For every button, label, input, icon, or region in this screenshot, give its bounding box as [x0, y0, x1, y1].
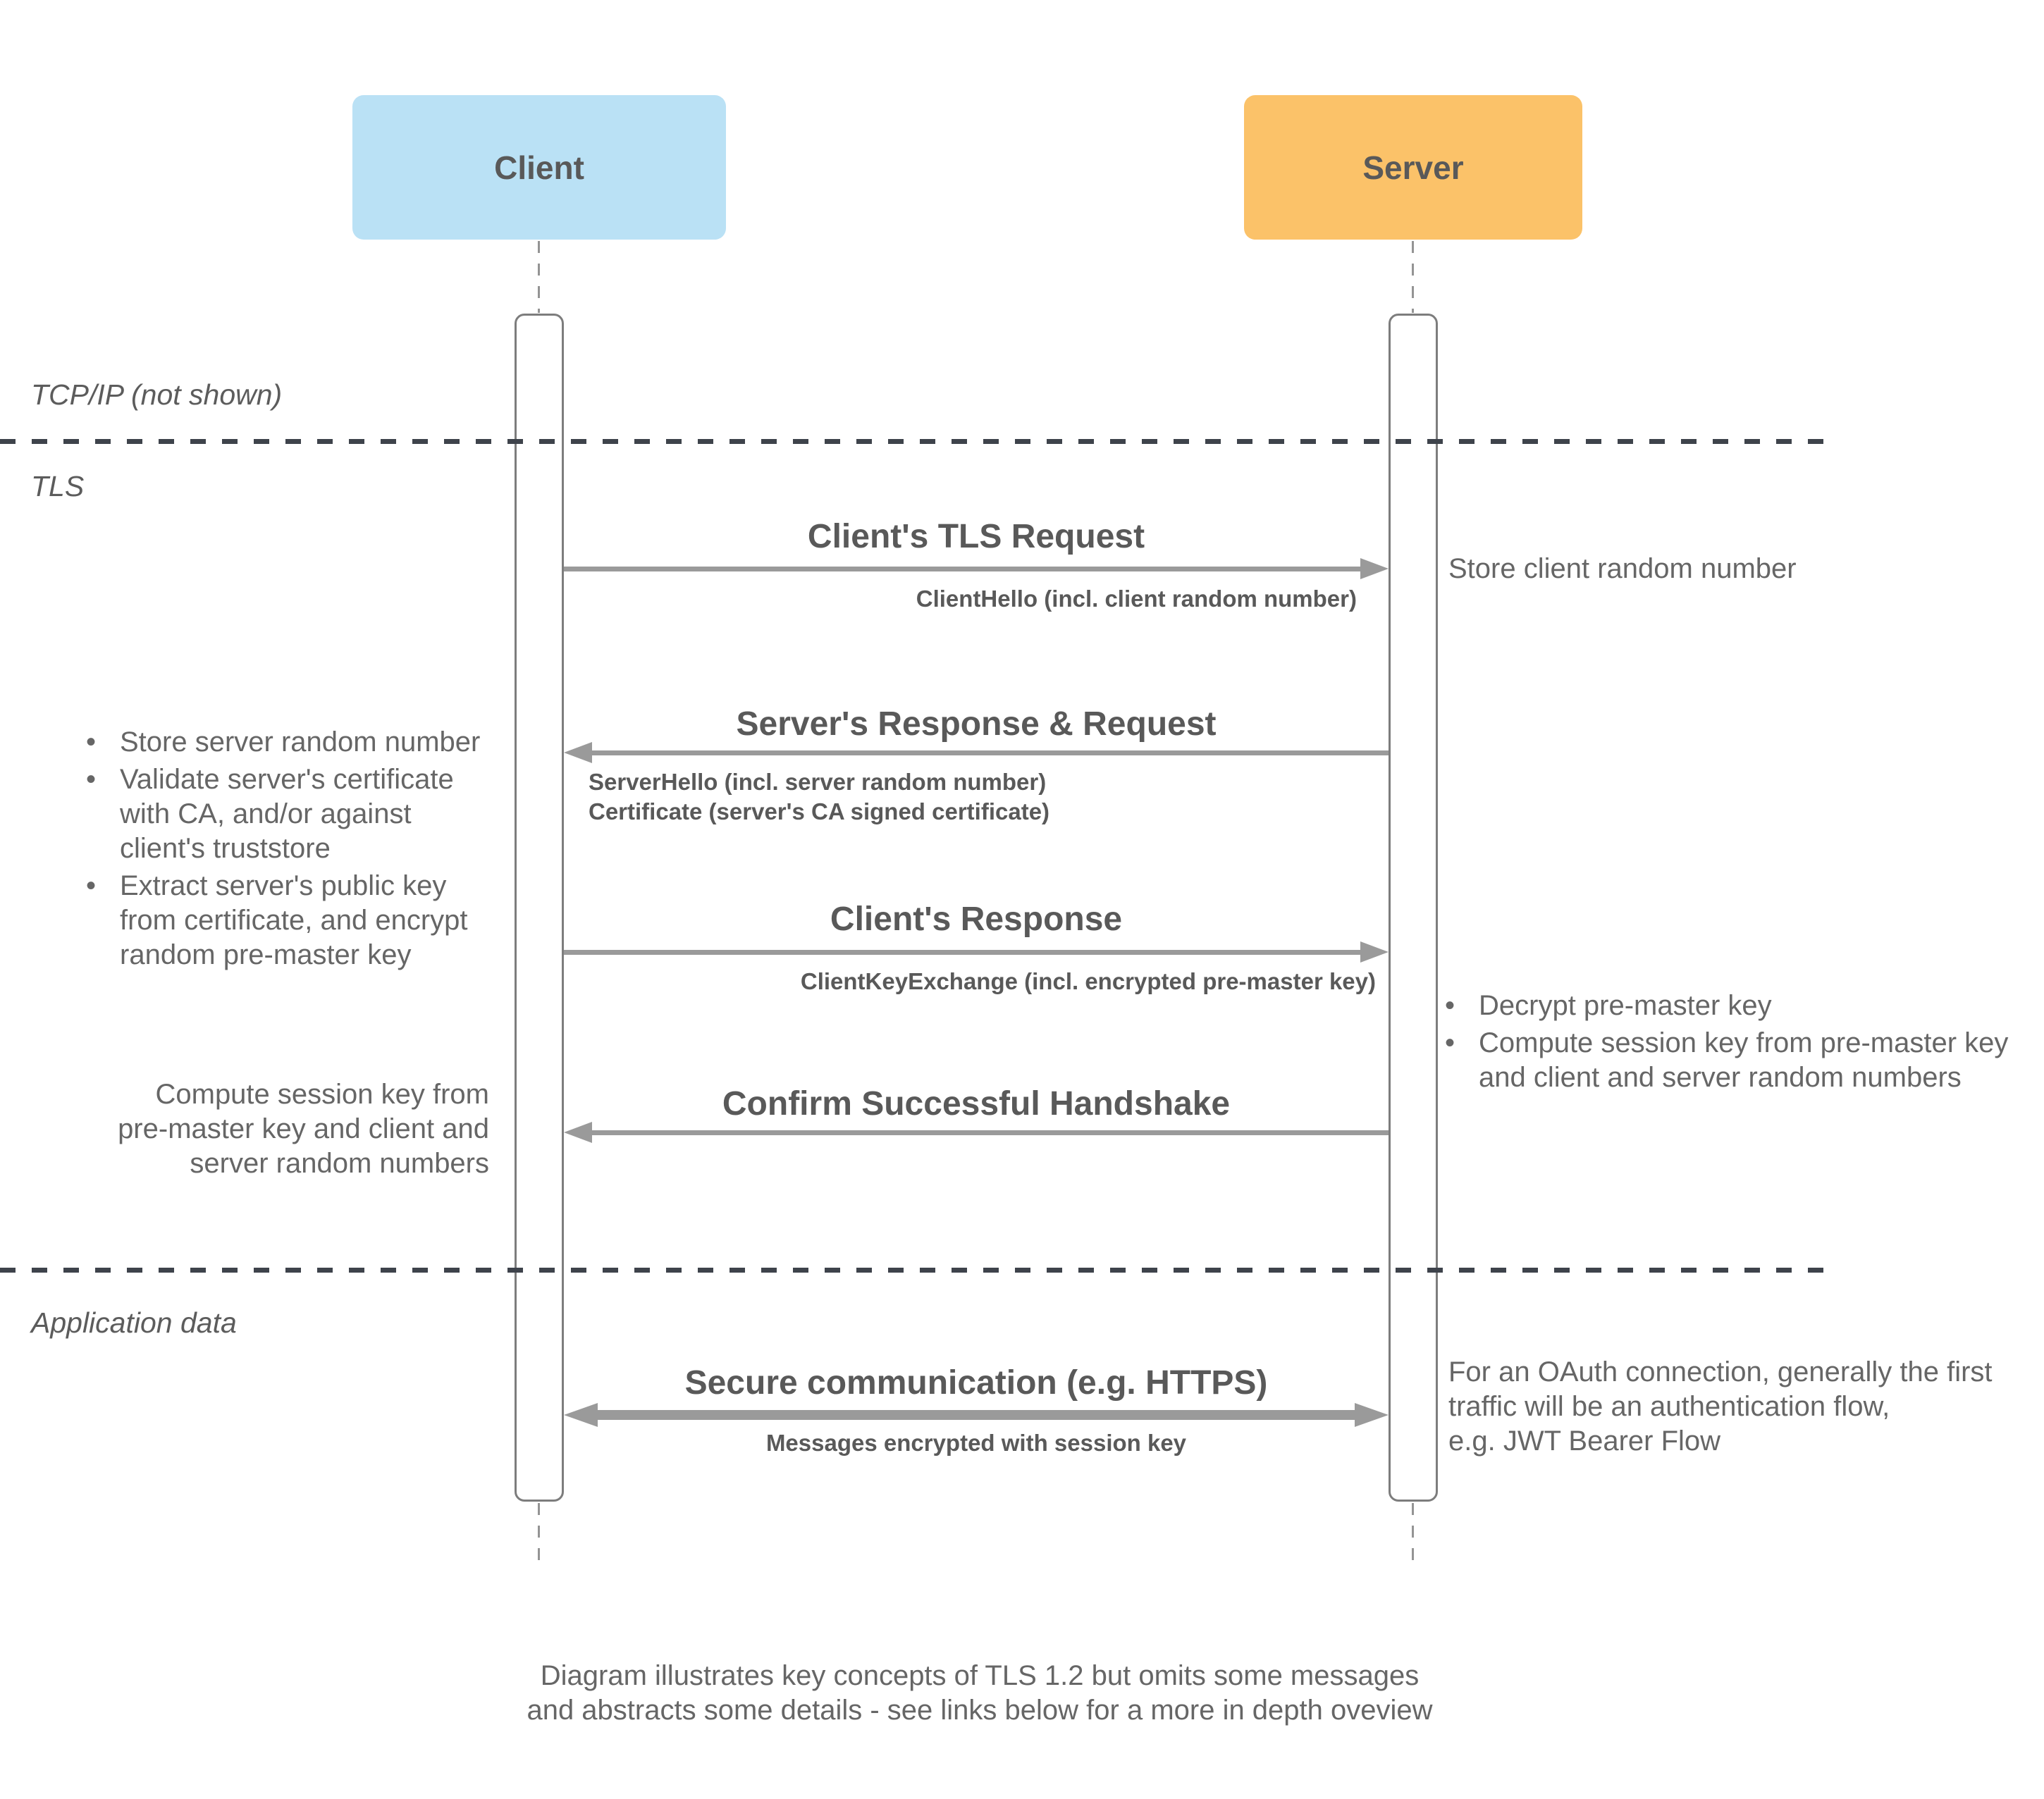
message-title-secure-comm: Secure communication (e.g. HTTPS)	[684, 1364, 1268, 1402]
bullet-icon	[1445, 1026, 1479, 1095]
divider-tcpip-tls	[0, 439, 1827, 444]
actor-label-client: Client	[494, 149, 584, 186]
client-activation-bar	[515, 314, 564, 1502]
list-item: Decrypt pre-master key	[1445, 989, 2044, 1023]
section-label-tcpip: TCP/IP (not shown)	[31, 378, 283, 411]
message-detail-client-response: ClientKeyExchange (incl. encrypted pre-m…	[800, 968, 1376, 994]
arrow-secure-comm	[564, 1403, 1389, 1427]
arrow-confirm-handshake	[564, 1122, 1389, 1143]
server-step-2: Compute session key from pre-master key …	[1479, 1027, 2009, 1093]
list-item: Validate server's certificate with CA, a…	[86, 762, 551, 866]
client-steps-list: Store server random number Validate serv…	[86, 725, 551, 975]
arrow-client-response	[564, 941, 1389, 963]
section-label-appdata: Application data	[31, 1306, 237, 1339]
arrowhead-left-icon	[564, 1122, 592, 1143]
actor-label-server: Server	[1362, 149, 1464, 186]
note-server-oauth: For an OAuth connection, generally the f…	[1448, 1356, 1993, 1457]
client-lifeline-bottom	[538, 1503, 540, 1562]
note-client-compute-key: Compute session key from pre-master key …	[118, 1079, 489, 1179]
message-title-tls-request: Client's TLS Request	[807, 518, 1145, 555]
client-lifeline-top	[538, 241, 540, 313]
server-step-1: Decrypt pre-master key	[1479, 990, 1772, 1021]
bullet-icon	[86, 869, 120, 972]
message-title-confirm-handshake: Confirm Successful Handshake	[722, 1085, 1231, 1123]
arrowhead-left-icon	[564, 1403, 598, 1427]
arrowhead-right-icon	[1355, 1403, 1389, 1427]
arrowhead-left-icon	[564, 742, 592, 763]
list-item: Extract server's public key from certifi…	[86, 869, 551, 972]
message-detail-server-response: ServerHello (incl. server random number)…	[589, 769, 1050, 824]
server-lifeline-bottom	[1412, 1503, 1414, 1562]
list-item: Store server random number	[86, 725, 551, 760]
list-item: Compute session key from pre-master key …	[1445, 1026, 2044, 1095]
arrowhead-right-icon	[1360, 558, 1389, 579]
message-detail-secure-comm: Messages encrypted with session key	[765, 1430, 1187, 1456]
bullet-icon	[86, 762, 120, 866]
section-label-tls: TLS	[31, 470, 85, 502]
bullet-icon	[86, 725, 120, 760]
message-title-server-response: Server's Response & Request	[736, 705, 1217, 743]
arrow-tls-request	[564, 558, 1389, 579]
client-step-3: Extract server's public key from certifi…	[120, 870, 468, 970]
client-step-1: Store server random number	[120, 727, 481, 758]
bullet-icon	[1445, 989, 1479, 1023]
actor-box-client: Client	[352, 95, 726, 240]
arrow-server-response	[564, 742, 1389, 763]
client-step-2: Validate server's certificate with CA, a…	[120, 764, 454, 864]
server-activation-bar	[1389, 314, 1438, 1502]
note-server-store-random: Store client random number	[1448, 553, 1797, 584]
message-detail-tls-request: ClientHello (incl. client random number)	[916, 586, 1357, 612]
actor-box-server: Server	[1244, 95, 1582, 240]
server-lifeline-top	[1412, 241, 1414, 313]
divider-tls-appdata	[0, 1268, 1827, 1273]
diagram-caption: Diagram illustrates key concepts of TLS …	[527, 1660, 1433, 1726]
arrowhead-right-icon	[1360, 941, 1389, 963]
message-title-client-response: Client's Response	[830, 901, 1123, 938]
server-steps-list: Decrypt pre-master key Compute session k…	[1445, 989, 2044, 1098]
